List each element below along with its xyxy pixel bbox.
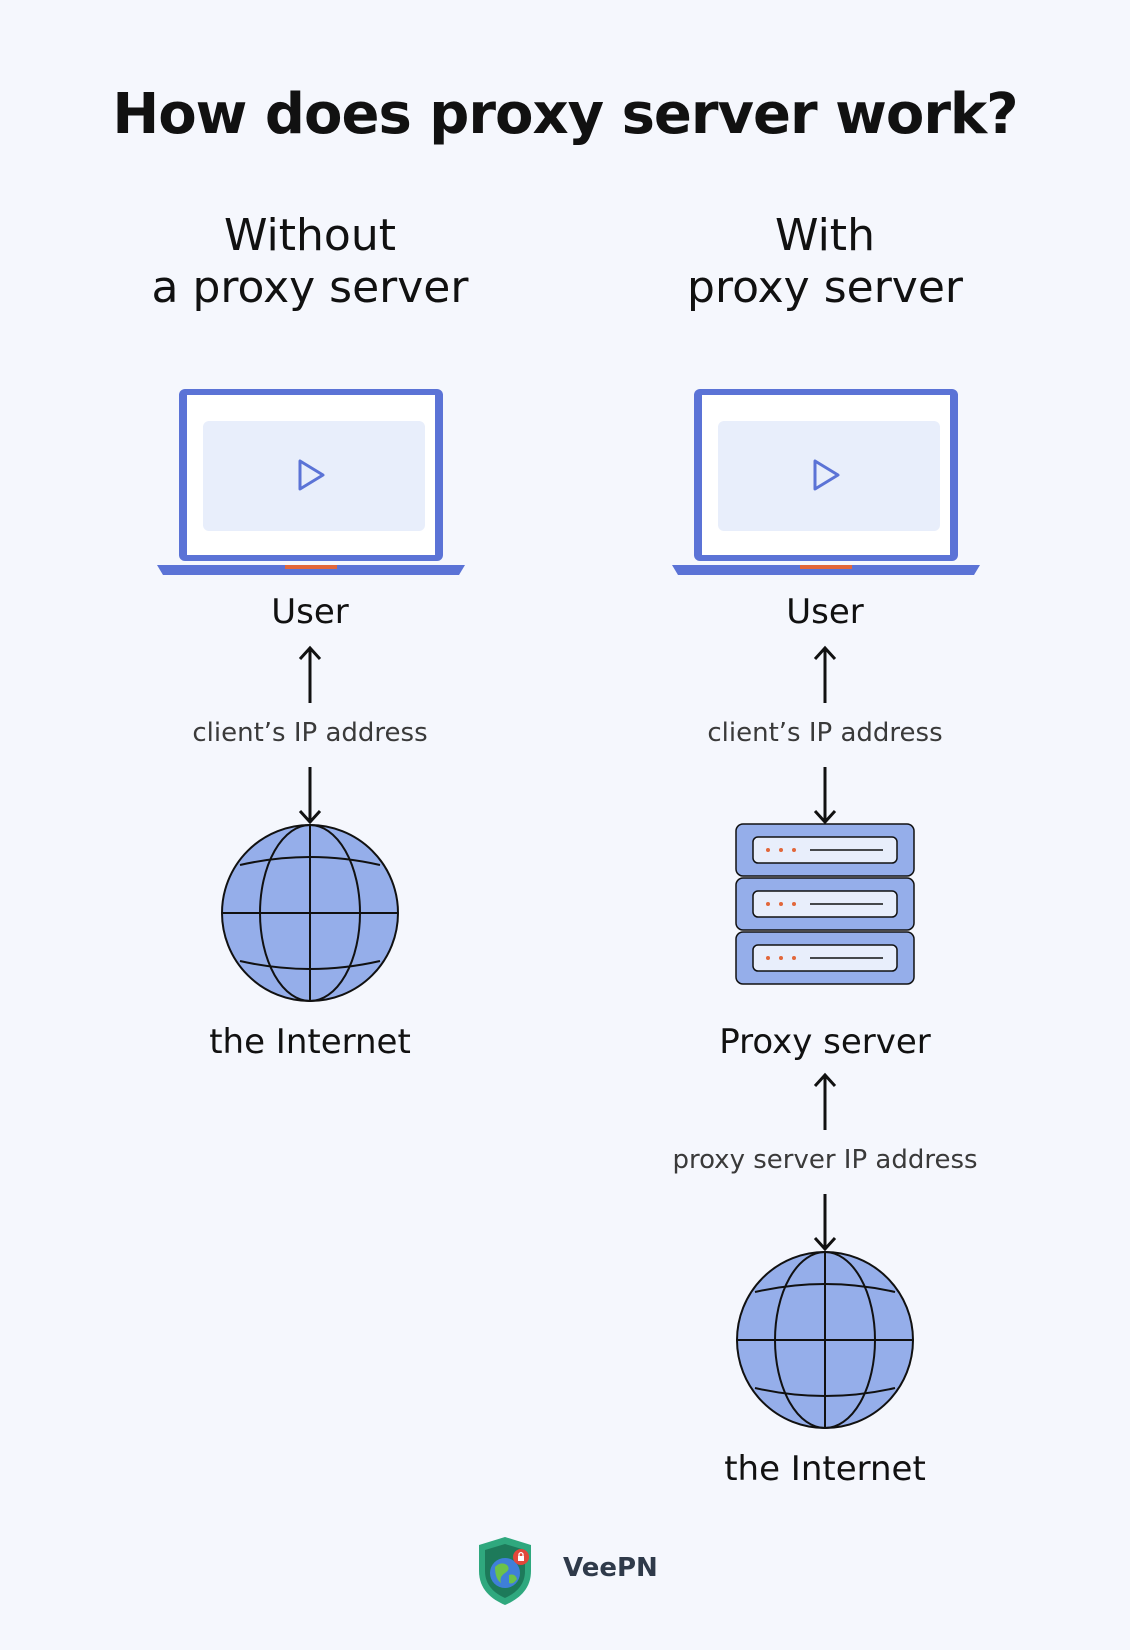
- left-user-label: User: [271, 592, 349, 632]
- laptop-icon: [157, 389, 465, 575]
- right-column: With proxy server User client’s IP addre…: [575, 0, 1075, 1650]
- veepn-shield-logo-icon: [479, 1537, 531, 1605]
- left-internet-label: the Internet: [209, 1022, 411, 1062]
- arrow-down-icon: [298, 767, 322, 825]
- right-heading: With proxy server: [575, 210, 1075, 314]
- left-heading: Without a proxy server: [60, 210, 560, 314]
- left-ip-label: client’s IP address: [192, 718, 428, 748]
- right-heading-line2: proxy server: [687, 262, 963, 313]
- proxy-server-label: Proxy server: [719, 1022, 931, 1062]
- left-heading-line2: a proxy server: [151, 262, 469, 313]
- page-title: How does proxy server work?: [112, 82, 1018, 147]
- veepn-brand-name: VeePN: [563, 1553, 658, 1583]
- right-ip-label: client’s IP address: [707, 718, 943, 748]
- globe-icon: [736, 1251, 914, 1429]
- arrow-down-icon: [813, 767, 837, 825]
- right-heading-line1: With: [775, 210, 875, 261]
- globe-icon: [221, 824, 399, 1002]
- arrow-up-icon: [813, 645, 837, 703]
- server-icon: [735, 823, 915, 985]
- arrow-up-icon: [813, 1072, 837, 1130]
- right-user-label: User: [786, 592, 864, 632]
- arrow-down-icon: [813, 1194, 837, 1252]
- laptop-icon: [672, 389, 980, 575]
- proxy-ip-label: proxy server IP address: [672, 1145, 978, 1175]
- right-internet-label: the Internet: [724, 1449, 926, 1489]
- left-column: Without a proxy server User client’s IP …: [60, 0, 560, 1650]
- left-heading-line1: Without: [224, 210, 396, 261]
- arrow-up-icon: [298, 645, 322, 703]
